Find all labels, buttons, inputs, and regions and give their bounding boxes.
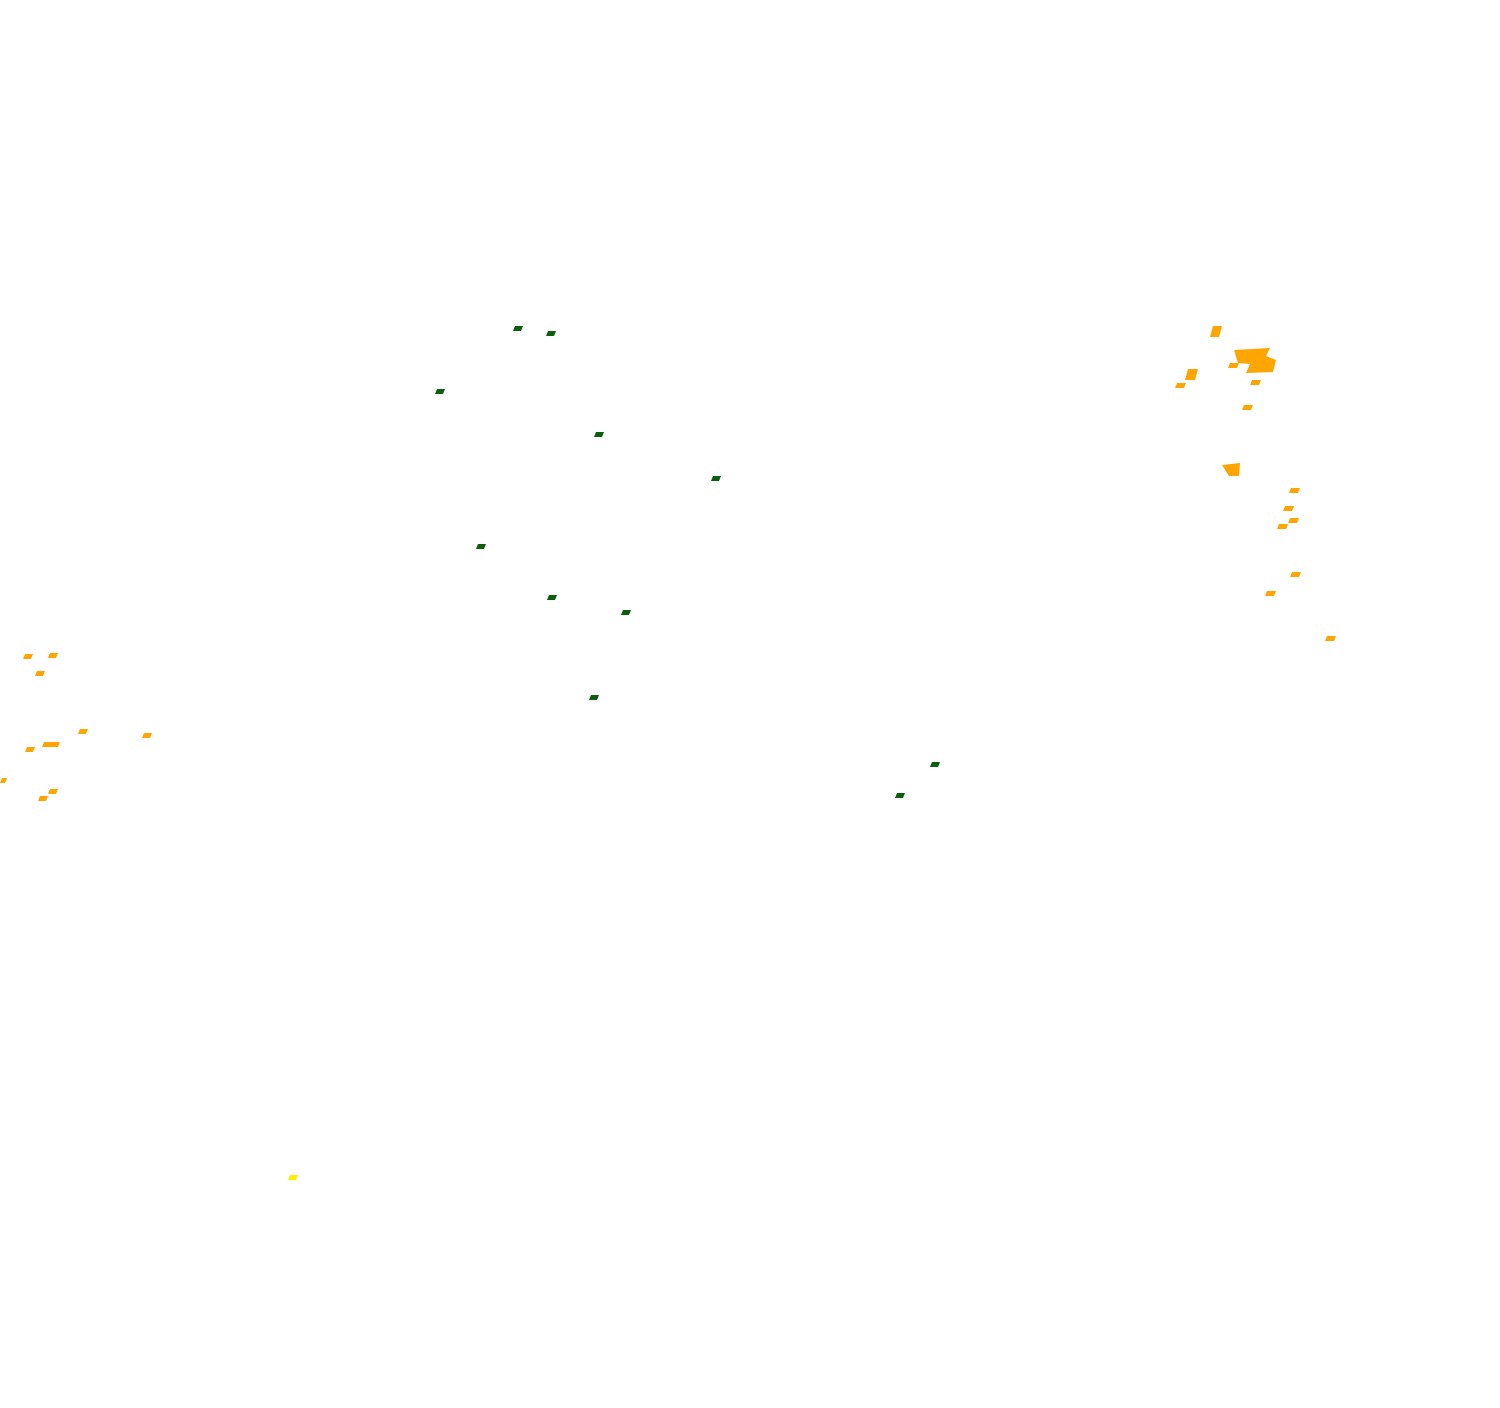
green-map-marker[interactable] [895, 793, 905, 798]
orange-map-marker[interactable] [1290, 572, 1301, 577]
orange-cluster-layer [0, 326, 1336, 801]
orange-map-marker[interactable] [1289, 488, 1300, 493]
green-map-marker[interactable] [547, 595, 557, 600]
orange-map-marker[interactable] [1288, 518, 1299, 523]
green-map-marker[interactable] [513, 326, 523, 331]
orange-map-marker[interactable] [48, 653, 58, 658]
orange-map-marker[interactable] [23, 654, 33, 659]
green-map-marker[interactable] [930, 762, 940, 767]
orange-map-marker[interactable] [1228, 363, 1239, 368]
green-map-marker[interactable] [589, 695, 599, 700]
orange-map-marker[interactable] [48, 789, 58, 794]
green-map-marker[interactable] [476, 544, 486, 549]
orange-map-marker[interactable] [0, 778, 7, 783]
orange-map-marker[interactable] [1175, 383, 1186, 388]
green-map-marker[interactable] [594, 432, 604, 437]
orange-map-marker[interactable] [1277, 524, 1288, 529]
green-map-marker[interactable] [435, 389, 445, 394]
green-map-marker[interactable] [711, 476, 721, 481]
orange-map-marker[interactable] [35, 671, 45, 676]
orange-map-marker[interactable] [1210, 326, 1222, 337]
orange-map-marker[interactable] [1325, 636, 1336, 641]
orange-map-marker[interactable] [42, 742, 60, 747]
orange-map-marker[interactable] [25, 747, 35, 752]
yellow-marker-layer [288, 1175, 298, 1180]
orange-map-marker[interactable] [1265, 591, 1276, 596]
orange-map-marker[interactable] [78, 729, 88, 734]
orange-map-marker[interactable] [38, 796, 48, 801]
green-map-marker[interactable] [621, 610, 631, 615]
yellow-map-marker[interactable] [288, 1175, 298, 1180]
orange-map-cluster[interactable] [1234, 348, 1276, 373]
orange-map-marker[interactable] [1185, 369, 1198, 380]
orange-map-marker[interactable] [1250, 380, 1261, 385]
orange-map-marker[interactable] [1283, 506, 1294, 511]
green-map-marker[interactable] [546, 331, 556, 336]
orange-map-marker[interactable] [142, 733, 152, 738]
orange-map-marker[interactable] [1222, 463, 1240, 476]
green-marker-layer [435, 326, 940, 798]
orange-map-marker[interactable] [1242, 405, 1253, 410]
